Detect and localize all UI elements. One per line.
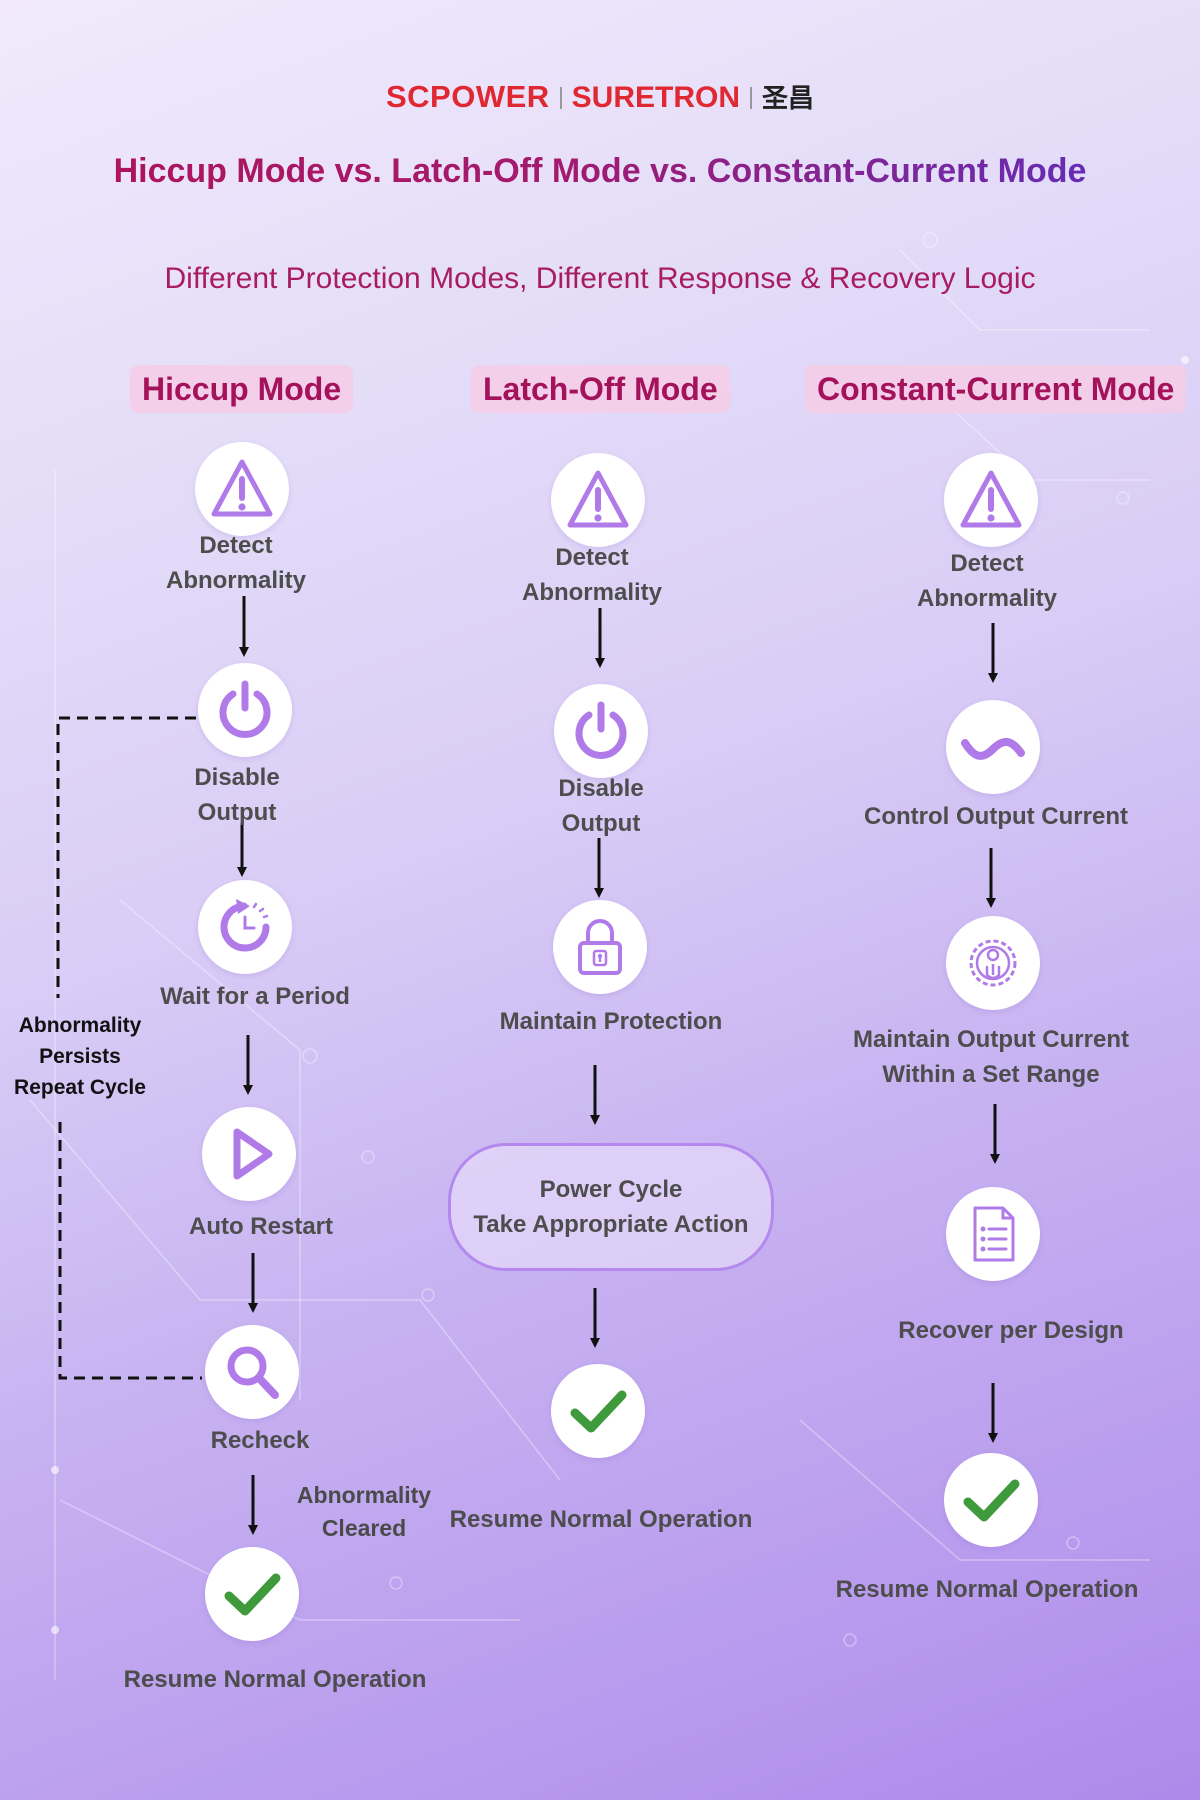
label-latch-maintain: Maintain Protection <box>499 1008 723 1035</box>
label-abnormality-cleared: Abnormality Cleared <box>296 1482 432 1541</box>
label-cc-recover: Recover per Design <box>898 1317 1124 1344</box>
label-latch-resume: Resume Normal Operation <box>449 1506 753 1533</box>
warning-triangle-icon <box>960 470 1022 528</box>
node-latch-resume <box>551 1364 645 1458</box>
wave-icon <box>961 738 1025 760</box>
brand-suretron: SURETRON <box>571 81 740 114</box>
node-hiccup-wait <box>198 880 292 974</box>
label-latch-detect: Detect Abnormality <box>521 544 662 606</box>
heading-latch-off-mode: Latch-Off Mode <box>471 365 730 413</box>
power-icon <box>219 680 271 738</box>
label-hiccup-detect: Detect Abnormality <box>165 532 306 594</box>
timer-icon <box>220 899 270 952</box>
node-hiccup-detect <box>195 442 289 536</box>
node-latch-detect <box>551 453 645 547</box>
heading-constant-current-mode: Constant-Current Mode <box>805 365 1187 413</box>
dashed-repeat-loop <box>56 716 202 1380</box>
node-hiccup-disable <box>198 663 292 757</box>
search-icon <box>227 1346 279 1399</box>
label-latch-disable: Disable Output <box>558 775 644 837</box>
gear-wrench-icon <box>969 939 1017 987</box>
box-power-cycle: Power Cycle Take Appropriate Action <box>448 1143 774 1271</box>
check-icon <box>963 1479 1020 1522</box>
warning-triangle-icon <box>567 470 629 528</box>
label-cc-control: Control Output Current <box>864 803 1128 830</box>
node-cc-control <box>946 700 1040 794</box>
heading-hiccup-mode: Hiccup Mode <box>130 365 354 413</box>
label-hiccup-resume: Resume Normal Operation <box>123 1666 427 1693</box>
node-cc-maintain <box>946 916 1040 1010</box>
check-icon <box>224 1573 281 1616</box>
node-cc-detect <box>944 453 1038 547</box>
label-hiccup-wait: Wait for a Period <box>160 983 350 1010</box>
page-title: Hiccup Mode vs. Latch-Off Mode vs. Const… <box>0 152 1200 191</box>
label-hiccup-disable: Disable Output <box>194 764 280 826</box>
document-list-icon <box>973 1206 1015 1262</box>
warning-triangle-icon <box>211 459 273 517</box>
node-latch-disable <box>554 684 648 778</box>
label-abnormality-persists: Abnormality Persists Repeat Cycle <box>14 1014 146 1099</box>
brand-scpower: SCPOWER <box>385 79 550 114</box>
node-latch-maintain <box>553 900 647 994</box>
brand-chinese: 圣昌 <box>762 84 815 114</box>
label-cc-detect: Detect Abnormality <box>916 550 1057 612</box>
lock-icon <box>578 919 622 975</box>
node-cc-recover <box>946 1187 1040 1281</box>
node-hiccup-recheck <box>205 1325 299 1419</box>
brand-logo-bar: SCPOWER SURETRON 圣昌 <box>0 78 1200 115</box>
node-hiccup-resume <box>205 1547 299 1641</box>
check-icon <box>570 1390 627 1433</box>
label-hiccup-recheck: Recheck <box>210 1427 310 1454</box>
node-hiccup-restart <box>202 1107 296 1201</box>
play-icon <box>233 1128 273 1180</box>
label-hiccup-restart: Auto Restart <box>188 1213 333 1240</box>
node-cc-resume <box>944 1453 1038 1547</box>
label-cc-resume: Resume Normal Operation <box>835 1576 1139 1603</box>
page-subtitle: Different Protection Modes, Different Re… <box>164 262 1036 295</box>
power-icon <box>575 701 627 759</box>
label-cc-maintain: Maintain Output Current Within a Set Ran… <box>853 1026 1129 1088</box>
